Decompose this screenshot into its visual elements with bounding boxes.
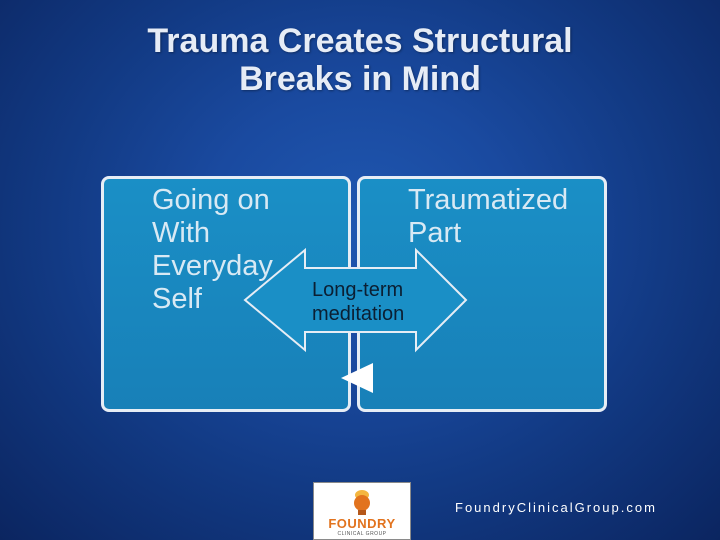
title-line-1: Trauma Creates Structural xyxy=(147,22,573,60)
logo-wordmark: FOUNDRY xyxy=(328,516,396,531)
arrow-label-line-2: meditation xyxy=(312,303,405,325)
traumatized-part-text: Traumatized Part xyxy=(408,184,568,250)
everyday-self-line-2: With xyxy=(152,217,210,249)
arrow-label: Long-term meditation xyxy=(312,278,404,326)
arrow-label-line-1: Long-term xyxy=(312,279,404,301)
traumatized-part-line-1: Traumatized xyxy=(408,184,569,216)
left-pointer-icon xyxy=(341,363,373,393)
traumatized-part-line-2: Part xyxy=(408,217,462,249)
double-arrow-shape xyxy=(243,247,468,353)
everyday-self-line-1: Going on xyxy=(152,184,270,216)
foundry-logo: FOUNDRY CLINICAL GROUP xyxy=(313,482,411,540)
everyday-self-line-3: Everyday xyxy=(152,250,273,282)
logo-subtitle: CLINICAL GROUP xyxy=(337,531,387,537)
everyday-self-line-4: Self xyxy=(152,283,202,315)
everyday-self-text: Going on With Everyday Self xyxy=(152,184,273,316)
lightbulb-icon xyxy=(354,490,370,515)
traumatized-part-panel xyxy=(357,176,607,412)
slide-title: Trauma Creates Structural Breaks in Mind xyxy=(0,22,720,98)
title-line-2: Breaks in Mind xyxy=(239,60,481,98)
footer-url: FoundryClinicalGroup.com xyxy=(455,500,657,515)
